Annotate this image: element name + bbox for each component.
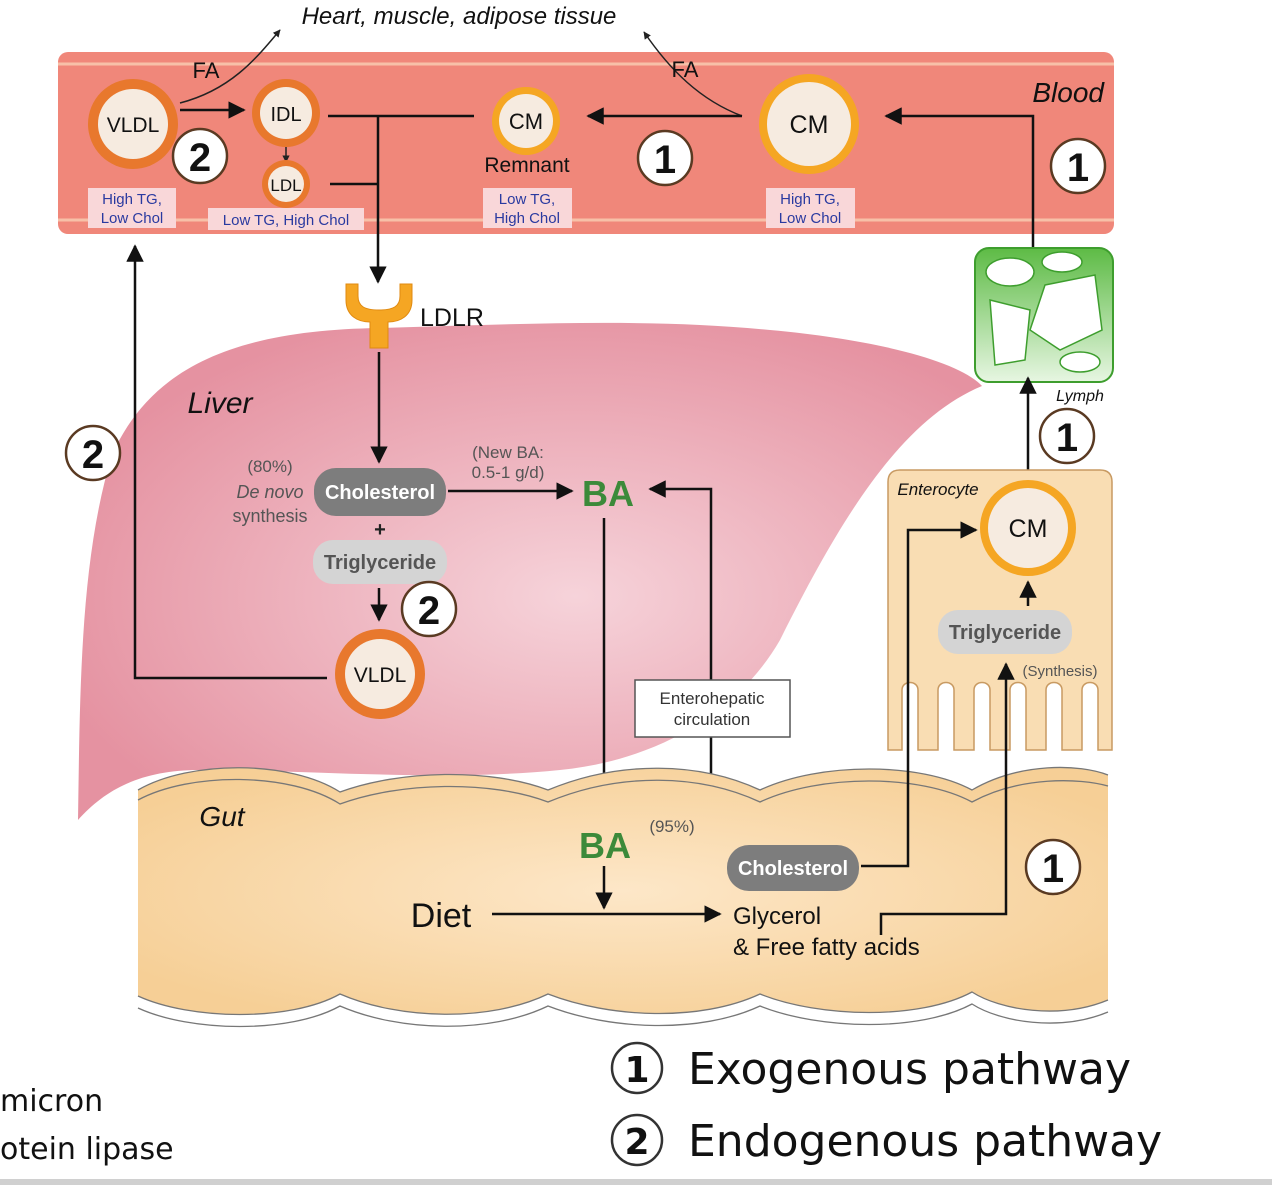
- svg-text:2: 2: [189, 136, 211, 180]
- svg-text:VLDL: VLDL: [354, 664, 407, 687]
- legend-exogenous-text: Exogenous pathway: [688, 1044, 1131, 1095]
- svg-text:1: 1: [1067, 146, 1089, 190]
- cut-text-chylomicron: micron: [0, 1084, 103, 1119]
- recycle-pct-label: (95%): [649, 817, 694, 836]
- vldl-particle-blood: VLDL: [88, 79, 178, 169]
- fa-label-right: FA: [672, 57, 699, 82]
- badge-exogenous-blood: 1: [1049, 137, 1107, 195]
- badge-endogenous-liver-tg: 2: [400, 580, 458, 638]
- cholesterol-gut-pill: Cholesterol: [727, 845, 859, 891]
- bottom-border: [0, 1179, 1272, 1185]
- de-novo-label: De novo: [236, 482, 303, 502]
- svg-text:Cholesterol: Cholesterol: [738, 858, 848, 880]
- badge-exogenous-lymph: 1: [1038, 407, 1096, 465]
- gut-shape: [138, 767, 1108, 1015]
- arrow-lymph-to-blood: [884, 107, 1035, 248]
- ldl-particle: LDL: [262, 160, 310, 208]
- fa-arrow-right: [643, 31, 743, 117]
- svg-text:2: 2: [418, 589, 440, 633]
- svg-text:CM: CM: [1009, 515, 1048, 543]
- svg-text:Low Chol: Low Chol: [101, 210, 164, 227]
- cholesterol-liver-pill: Cholesterol: [314, 468, 446, 516]
- remnant-label: Remnant: [484, 154, 569, 177]
- badge-exogenous-remnant: 1: [636, 129, 694, 187]
- svg-text:CM: CM: [790, 111, 829, 139]
- lymph-vessel: [974, 247, 1114, 383]
- vldl-particle-liver: VLDL: [335, 629, 425, 719]
- svg-text:Cholesterol: Cholesterol: [325, 482, 435, 504]
- svg-text:Triglyceride: Triglyceride: [949, 622, 1061, 644]
- remnant-info-box: Low TG, High Chol: [483, 188, 572, 228]
- ldl-info-box: Low TG, High Chol: [208, 208, 364, 230]
- gut-wall-bottom-inner: [137, 1003, 1109, 1028]
- triglyceride-liver-pill: Triglyceride: [313, 540, 447, 584]
- fa-label-left: FA: [193, 58, 220, 83]
- legend-endogenous: 2 Endogenous pathway: [610, 1113, 1162, 1167]
- gut-wall-top: [137, 766, 1109, 793]
- ldlr-label: LDLR: [420, 304, 484, 332]
- svg-text:1: 1: [654, 138, 676, 182]
- svg-text:Low Chol: Low Chol: [779, 210, 842, 227]
- arrow-cholesterol-to-cm: [861, 521, 978, 868]
- svg-text:CM: CM: [509, 109, 543, 134]
- gut-wall-bottom: [137, 991, 1109, 1016]
- gut-title: Gut: [199, 801, 245, 832]
- ba-liver-label: BA: [582, 473, 634, 514]
- blood-title: Blood: [1032, 77, 1105, 108]
- glycerol-label: Glycerol: [733, 903, 821, 930]
- cut-text-lipase: otein lipase: [0, 1132, 174, 1167]
- diet-label: Diet: [411, 897, 472, 935]
- gut-wall-top-inner: [137, 778, 1109, 805]
- liver-title: Liver: [187, 387, 253, 420]
- svg-text:1: 1: [1056, 416, 1078, 460]
- svg-text:High TG,: High TG,: [780, 191, 840, 208]
- fa-arrow-left: [179, 29, 281, 104]
- de-novo-pct: (80%): [247, 457, 292, 476]
- legend-exogenous: 1 Exogenous pathway: [610, 1041, 1131, 1095]
- synthesis-note: (Synthesis): [1022, 663, 1097, 680]
- arrow-vldl-liver-to-blood: [126, 244, 327, 680]
- lymph-label: Lymph: [1056, 388, 1104, 405]
- svg-text:High Chol: High Chol: [494, 210, 560, 227]
- svg-text:1: 1: [1042, 847, 1064, 891]
- new-ba-label: (New BA:: [472, 443, 544, 462]
- ba-gut-label: BA: [579, 825, 631, 866]
- svg-text:circulation: circulation: [674, 710, 751, 729]
- svg-text:LDL: LDL: [270, 176, 301, 195]
- enterohepatic-box: Enterohepatic circulation: [634, 679, 791, 738]
- legend-endogenous-text: Endogenous pathway: [688, 1116, 1162, 1167]
- cm-remnant-particle: CM: [492, 87, 560, 155]
- synthesis-label: synthesis: [232, 506, 307, 526]
- triglyceride-enterocyte-pill: Triglyceride: [938, 610, 1072, 654]
- enterocyte-title: Enterocyte: [897, 480, 978, 499]
- new-ba-rate: 0.5-1 g/d): [472, 463, 545, 482]
- svg-text:Low TG,: Low TG,: [499, 191, 555, 208]
- svg-text:2: 2: [624, 1122, 649, 1163]
- svg-text:High TG,: High TG,: [102, 191, 162, 208]
- svg-text:Triglyceride: Triglyceride: [324, 552, 436, 574]
- svg-text:Low TG, High Chol: Low TG, High Chol: [223, 212, 349, 229]
- target-tissue-label: Heart, muscle, adipose tissue: [302, 3, 617, 30]
- arrow-ffa-to-enterocyte: [879, 662, 1015, 935]
- svg-text:IDL: IDL: [270, 104, 301, 126]
- fatty-acids-label: & Free fatty acids: [733, 934, 920, 961]
- chylomicron-particle-enterocyte: CM: [980, 480, 1076, 576]
- svg-text:Enterohepatic: Enterohepatic: [660, 689, 765, 708]
- vldl-label: VLDL: [107, 114, 160, 137]
- svg-text:1: 1: [624, 1050, 649, 1091]
- plus-sign: +: [374, 519, 386, 541]
- badge-endogenous-vldl: 2: [171, 127, 229, 185]
- cm-info-box: High TG, Low Chol: [766, 188, 855, 228]
- liver-shape: [78, 322, 982, 820]
- svg-text:2: 2: [82, 433, 104, 477]
- ldlr-receptor-icon: [345, 283, 413, 349]
- badge-exogenous-gut: 1: [1024, 838, 1082, 896]
- badge-endogenous-liver-left: 2: [64, 424, 122, 482]
- vldl-info-box: High TG, Low Chol: [88, 188, 176, 228]
- idl-particle: IDL: [252, 79, 320, 147]
- chylomicron-particle-blood: CM: [759, 74, 859, 174]
